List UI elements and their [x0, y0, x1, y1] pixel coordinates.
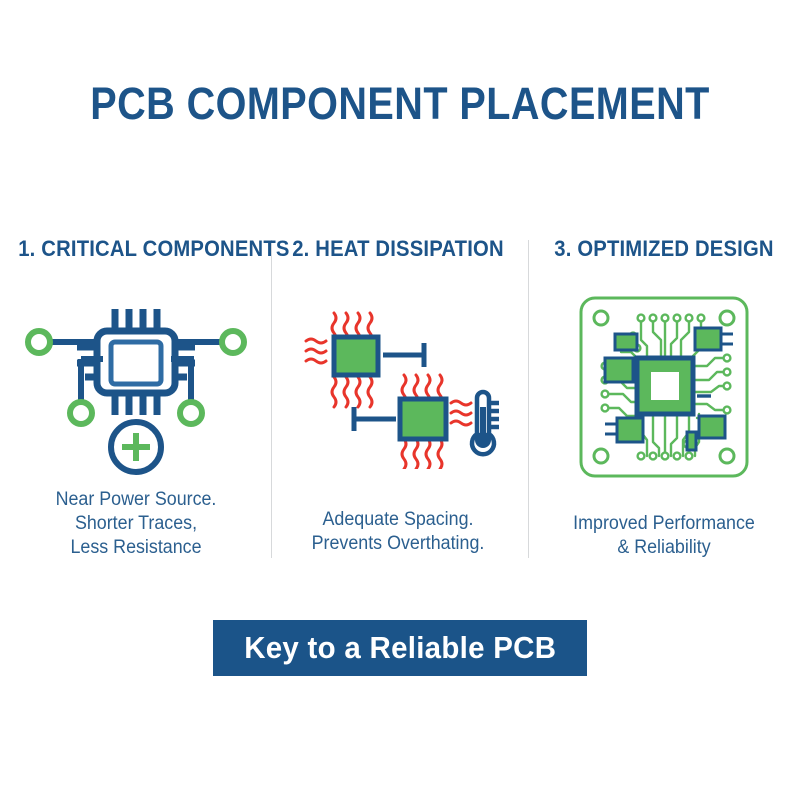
- column-1-caption-line-1: Near Power Source.: [55, 489, 217, 510]
- column-divider-2: [528, 240, 529, 558]
- column-2-caption-line-1: Adequate Spacing.: [322, 509, 474, 530]
- column-1-illustration: [8, 292, 264, 482]
- component-b: [397, 396, 449, 442]
- column-1-caption-line-2: Shorter Traces,: [74, 513, 198, 534]
- column-1-caption: Near Power Source. Shorter Traces, Less …: [16, 488, 257, 560]
- column-critical-components: 1. CRITICAL COMPONENTS: [8, 236, 290, 566]
- heat-waves-component-b: [400, 373, 473, 469]
- chip-die: [108, 339, 164, 387]
- pcb-components: [603, 326, 733, 452]
- connection-node-top-left: [25, 328, 53, 356]
- component-bottom-left-leads: [605, 422, 617, 436]
- connection-node-bottom-right: [177, 399, 205, 427]
- pcb-main-chip-die: [651, 372, 679, 400]
- component-bottom-left: [615, 416, 645, 444]
- column-3-illustration: [536, 288, 792, 486]
- component-top-left-small: [613, 332, 639, 352]
- component-top-right: [693, 326, 723, 352]
- column-3-heading: 3. OPTIMIZED DESIGN: [554, 236, 774, 261]
- connection-node-top-right: [219, 328, 247, 356]
- thermometer-mercury: [475, 407, 491, 448]
- column-1-caption-line-3: Less Resistance: [70, 537, 202, 558]
- column-2-caption: Adequate Spacing. Prevents Overthating.: [280, 508, 517, 556]
- column-2-caption-line-2: Prevents Overthating.: [311, 533, 485, 554]
- column-2-heading: 2. HEAT DISSIPATION: [292, 236, 504, 261]
- key-takeaway-banner[interactable]: Key to a Reliable PCB: [213, 620, 587, 676]
- heat-dissipation-spacing-icon: [304, 311, 499, 469]
- mounting-holes: [592, 309, 736, 465]
- connection-node-bottom-left: [67, 399, 95, 427]
- component-bottom-right: [697, 414, 727, 440]
- spacing-dimension-a: [383, 343, 427, 367]
- pcb-board-icon: [579, 296, 749, 478]
- column-divider-1: [271, 240, 272, 558]
- column-optimized-design: 3. OPTIMIZED DESIGN: [536, 236, 792, 566]
- spacing-dimension-b: [351, 407, 396, 431]
- column-1-heading: 1. CRITICAL COMPONENTS: [18, 236, 290, 261]
- column-heat-dissipation: 2. HEAT DISSIPATION: [272, 236, 524, 566]
- component-left: [603, 356, 635, 384]
- columns-region: 1. CRITICAL COMPONENTS: [0, 236, 800, 566]
- heat-waves-component-a: [304, 311, 374, 409]
- key-takeaway-banner-label: Key to a Reliable PCB: [243, 630, 557, 665]
- page-title: PCB COMPONENT PLACEMENT: [90, 78, 710, 129]
- column-3-caption-line-2: & Reliability: [617, 537, 711, 558]
- column-3-caption: Improved Performance & Reliability: [544, 512, 785, 560]
- component-bottom-center: [685, 430, 698, 452]
- plus-icon: [122, 433, 150, 461]
- component-top-right-leads: [721, 332, 733, 346]
- component-a: [331, 334, 381, 378]
- microchip-with-traces-icon: [25, 309, 247, 475]
- thermometer-icon: [469, 389, 499, 457]
- column-3-caption-line-1: Improved Performance: [573, 513, 755, 534]
- column-2-illustration: [272, 294, 524, 474]
